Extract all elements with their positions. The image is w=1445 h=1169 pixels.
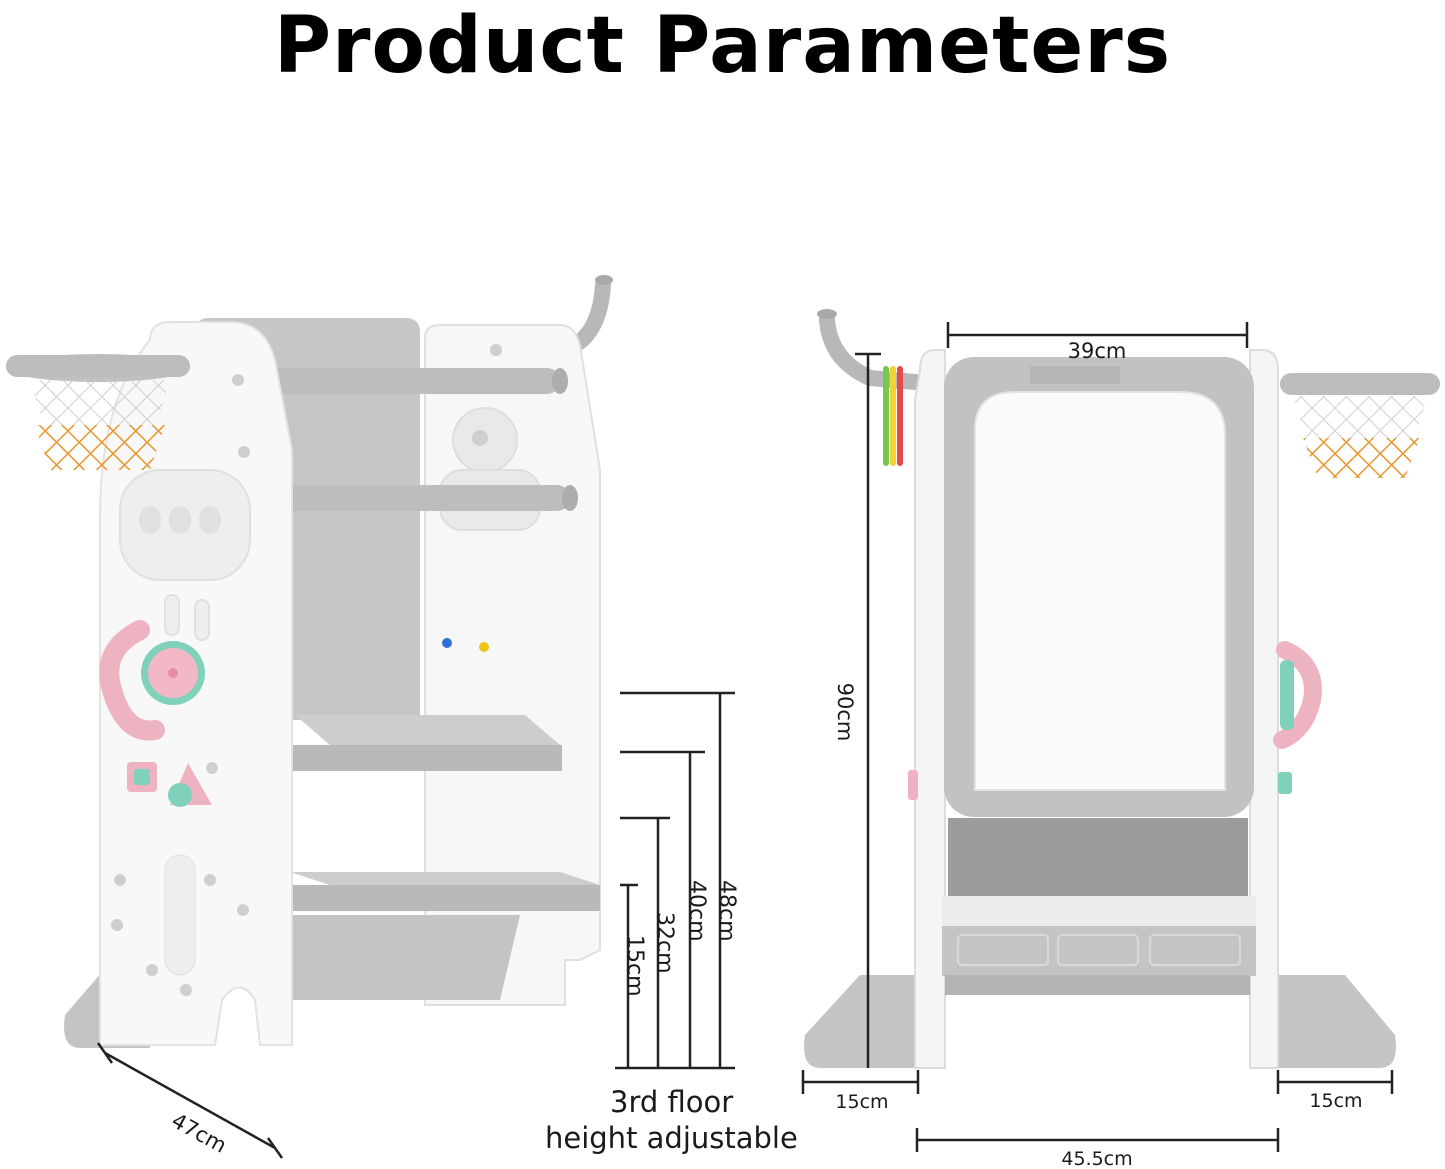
front-view-tower [804,309,1440,1069]
page-title: Product Parameters [273,1,1172,91]
step-height-dimensions [615,691,735,1070]
step-height-40: 40cm [684,880,709,942]
note-line-2: height adjustable [545,1121,798,1155]
depth-dimension: 47cm [96,1042,284,1159]
total-height-dimension [855,352,881,1068]
front-width-label: 39cm [1068,339,1127,363]
foot-left-dimension [801,1070,920,1094]
foot-right-label: 15cm [1309,1090,1362,1112]
foot-right-dimension [1276,1070,1394,1094]
step-height-15: 15cm [622,935,647,997]
foot-left-label: 15cm [835,1091,888,1113]
step-height-48: 48cm [714,880,739,942]
total-height-label: 90cm [833,683,857,742]
front-width-dimension [946,322,1249,348]
base-width-label: 45.5cm [1061,1148,1132,1169]
note-line-1: 3rd floor [610,1085,734,1119]
side-view-tower [6,275,613,1048]
step-height-32: 32cm [652,912,677,974]
base-width-dimension [915,1128,1280,1152]
depth-label: 47cm [168,1108,231,1157]
